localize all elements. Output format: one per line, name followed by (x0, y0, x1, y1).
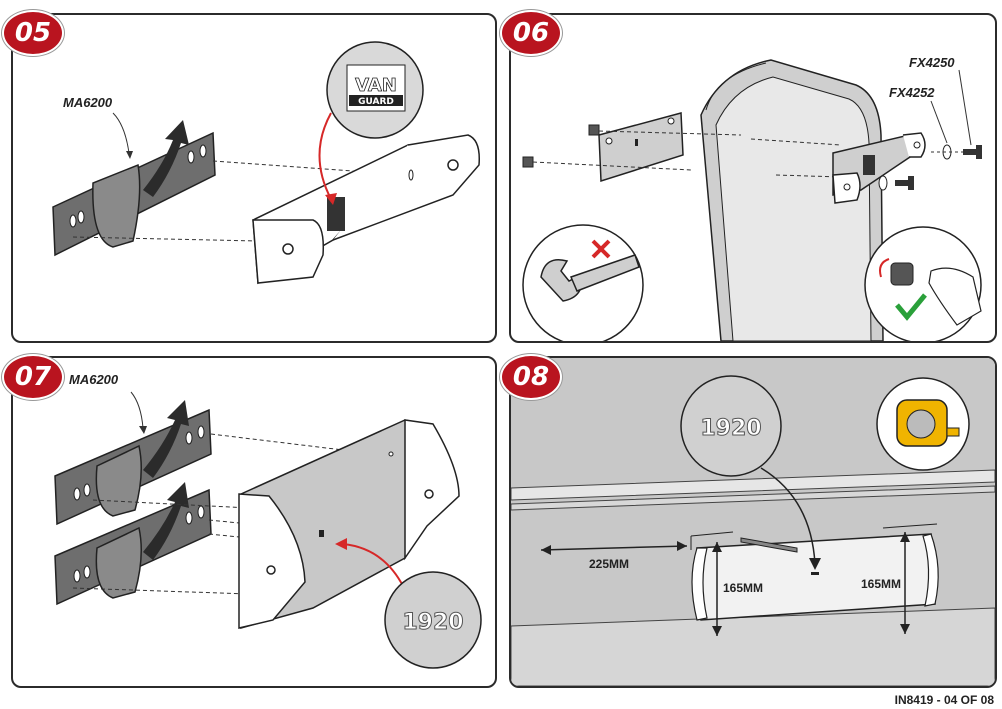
logo-text-line2: GUARD (358, 97, 394, 107)
dim-label-left: 165MM (723, 581, 763, 595)
nut-icon (522, 124, 600, 168)
step-08-illustration: 225MM 165MM 165MM 1920 (511, 358, 995, 686)
dim-right (900, 532, 910, 634)
part-label-fx4252: FX4252 (889, 85, 935, 100)
stamp-number: 1920 (700, 416, 761, 441)
step-07-panel: MA6200 1920 (11, 356, 497, 688)
dim-left (712, 542, 722, 636)
step-07-illustration: MA6200 1920 (54, 372, 482, 669)
part-label-ma6200: MA6200 (69, 372, 119, 387)
step-06-panel: FX4250 FX4252 (509, 13, 997, 343)
cross-icon (591, 239, 611, 259)
check-icon (895, 293, 927, 321)
step-06-illustration: FX4250 FX4252 (522, 55, 982, 341)
part-label-fx4250: FX4250 (909, 55, 955, 70)
backing-plate (598, 112, 684, 183)
page-footer: IN8419 - 04 OF 08 (894, 693, 994, 707)
step-badge-06: 06 (500, 10, 562, 56)
dim-label-right: 165MM (861, 577, 901, 591)
wrench-icon (540, 254, 640, 302)
bracket-logo-mark (327, 197, 345, 231)
bolt-icon (878, 144, 982, 191)
logo-text-line1: VAN (355, 75, 397, 96)
strap-arrow-icon (143, 120, 189, 197)
strap-loop (92, 163, 141, 248)
step-badge-07: 07 (2, 354, 64, 400)
dim-label-225: 225MM (589, 557, 629, 571)
step-05-panel: VAN GUARD MA6200 (11, 13, 497, 343)
dim-horizontal (540, 541, 688, 555)
stamp-number: 1920 (402, 610, 463, 635)
step-badge-05: 05 (2, 10, 64, 56)
tape-measure-icon (896, 399, 960, 447)
step-05-illustration: VAN GUARD MA6200 (52, 41, 481, 285)
part-label-ma6200: MA6200 (63, 95, 113, 110)
stamp-slot (319, 530, 324, 537)
step-badge-08: 08 (500, 354, 562, 400)
stamp-callout-circle (384, 571, 482, 669)
stamp-callout-circle (680, 375, 782, 477)
step-08-panel: 225MM 165MM 165MM 1920 (509, 356, 997, 688)
